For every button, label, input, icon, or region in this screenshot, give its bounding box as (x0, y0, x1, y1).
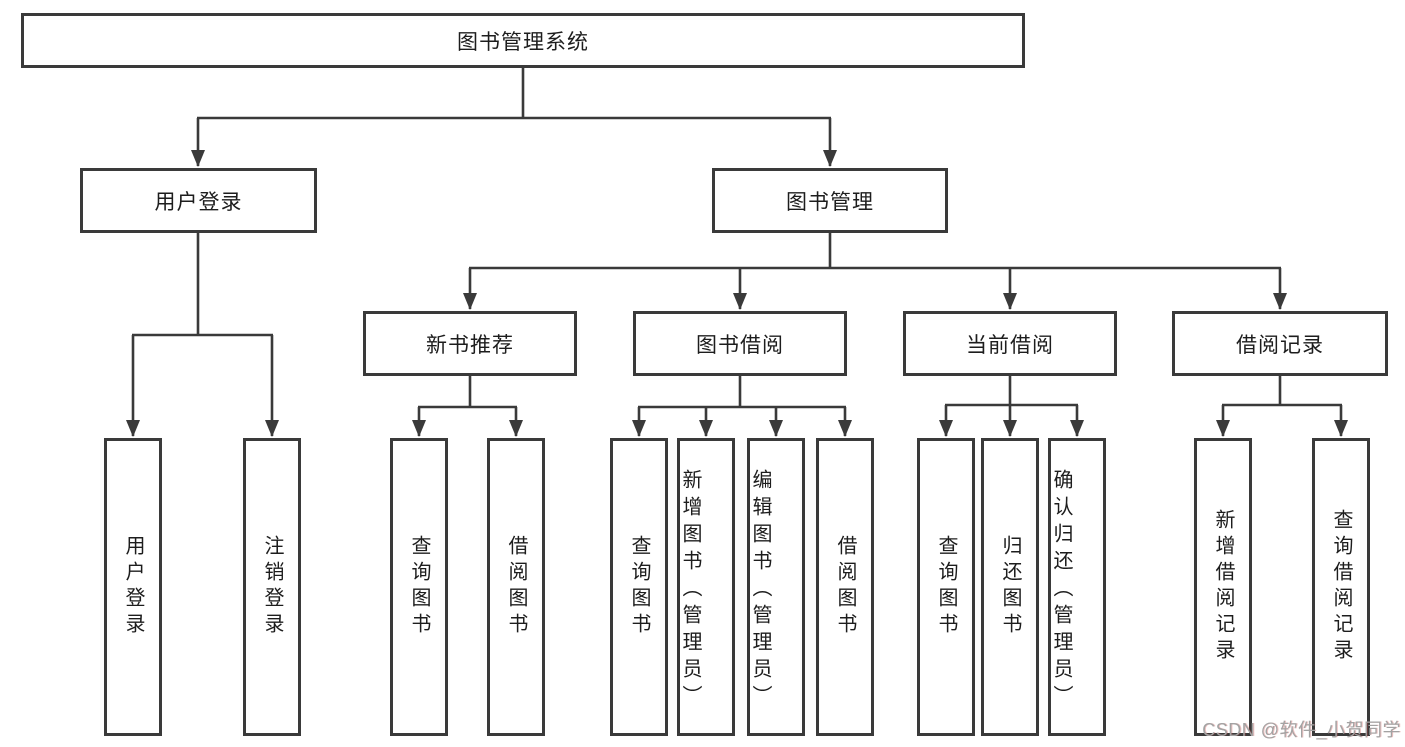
node-leaf-edit-books-admin: 编辑图书（管理员） (747, 438, 805, 736)
node-leaf-logout-label: 注销登录 (261, 535, 283, 639)
node-leaf-query-books-borrowing: 查询图书 (610, 438, 668, 736)
node-leaf-return-books-label: 归还图书 (999, 535, 1021, 639)
node-user-login: 用户登录 (80, 168, 317, 233)
node-leaf-borrow-books-borrowing-label: 借阅图书 (834, 535, 856, 639)
node-leaf-query-books-recommend: 查询图书 (390, 438, 448, 736)
node-leaf-query-borrow-record: 查询借阅记录 (1312, 438, 1370, 736)
node-leaf-logout: 注销登录 (243, 438, 301, 736)
node-book-borrowing: 图书借阅 (633, 311, 847, 376)
node-current-borrowing-label: 当前借阅 (966, 333, 1054, 357)
node-leaf-borrow-books-borrowing: 借阅图书 (816, 438, 874, 736)
node-leaf-query-books-recommend-label: 查询图书 (408, 535, 430, 639)
node-leaf-add-books-admin-label: 新增图书（管理员） (679, 468, 701, 712)
node-leaf-user-login: 用户登录 (104, 438, 162, 736)
node-borrowing-records: 借阅记录 (1172, 311, 1388, 376)
node-new-book-recommend: 新书推荐 (363, 311, 577, 376)
node-leaf-query-borrow-record-label: 查询借阅记录 (1330, 509, 1352, 665)
watermark-text: CSDN @软件_小贺同学 (1202, 720, 1401, 740)
connector-trunks (132, 68, 1342, 409)
node-leaf-edit-books-admin-label: 编辑图书（管理员） (749, 468, 771, 712)
node-book-management-label: 图书管理 (786, 190, 874, 214)
connector-arrows (126, 118, 1348, 437)
node-book-management: 图书管理 (712, 168, 948, 233)
node-leaf-add-borrow-record: 新增借阅记录 (1194, 438, 1252, 736)
node-leaf-query-books-current-label: 查询图书 (935, 535, 957, 639)
node-leaf-user-login-label: 用户登录 (122, 535, 144, 639)
node-leaf-add-borrow-record-label: 新增借阅记录 (1212, 509, 1234, 665)
node-root: 图书管理系统 (21, 13, 1025, 68)
node-book-borrowing-label: 图书借阅 (696, 333, 784, 357)
node-leaf-borrow-books-recommend: 借阅图书 (487, 438, 545, 736)
node-leaf-confirm-return-admin-label: 确认归还（管理员） (1050, 468, 1072, 712)
node-new-book-recommend-label: 新书推荐 (426, 333, 514, 357)
node-leaf-add-books-admin: 新增图书（管理员） (677, 438, 735, 736)
node-leaf-return-books: 归还图书 (981, 438, 1039, 736)
node-borrowing-records-label: 借阅记录 (1236, 333, 1324, 357)
node-leaf-query-books-borrowing-label: 查询图书 (628, 535, 650, 639)
node-leaf-query-books-current: 查询图书 (917, 438, 975, 736)
node-user-login-label: 用户登录 (154, 190, 243, 214)
node-leaf-borrow-books-recommend-label: 借阅图书 (505, 535, 527, 639)
node-root-label: 图书管理系统 (457, 30, 589, 54)
node-leaf-confirm-return-admin: 确认归还（管理员） (1048, 438, 1106, 736)
node-current-borrowing: 当前借阅 (903, 311, 1117, 376)
